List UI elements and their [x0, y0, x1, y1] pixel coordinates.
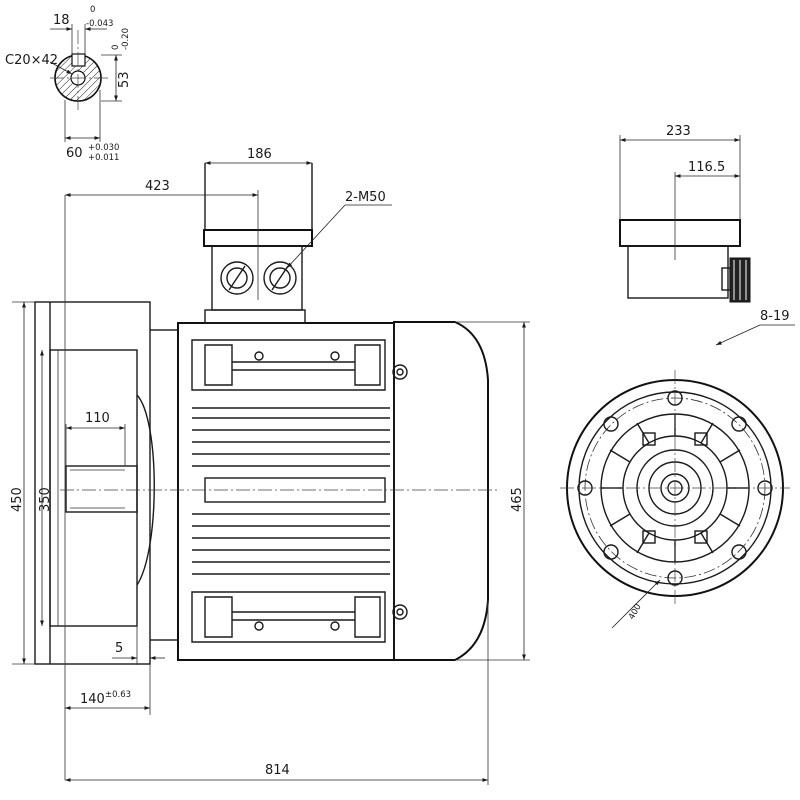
flange-spigot	[49, 349, 138, 627]
end-terminal-width-label: 233	[666, 124, 691, 139]
lower-mount-detail	[191, 591, 408, 643]
diameter-tol-upper: +0.030	[88, 143, 119, 153]
spigot-depth-label: 5	[115, 641, 123, 656]
shaft-section-view: 18 0 -0.043 53 0 -0.20 C20×42 60 +0.030 …	[5, 5, 132, 163]
cooling-fins	[192, 407, 390, 575]
shaft	[65, 465, 138, 513]
motor-body	[177, 322, 395, 661]
end-terminal-offset-label: 116.5	[688, 160, 725, 175]
flange-plate	[34, 301, 151, 665]
keyway-width-label: 18	[53, 13, 70, 28]
end-view-dimensions: 233 116.5 8-19 400	[611, 124, 795, 629]
mount-holes-label: 8-19	[760, 309, 790, 324]
diameter-tol-lower: +0.011	[88, 153, 119, 163]
pcd-label: 400	[627, 602, 644, 621]
keyway-tol-lower: -0.043	[86, 19, 113, 29]
height-to-box-label: 423	[145, 179, 170, 194]
flange-offset-tol: ±0.63	[105, 690, 131, 700]
shaft-diameter-label: 60	[66, 146, 83, 161]
motor-side-view	[34, 163, 500, 665]
flange-offset-label: 140	[80, 692, 105, 707]
shaft-keyway	[71, 53, 86, 67]
cable-gland-right	[263, 261, 297, 295]
spigot-diameter-label: 350	[38, 487, 53, 512]
overall-length-label: 814	[265, 763, 290, 778]
end-terminal-box-lid	[619, 219, 741, 247]
depth-tol-upper: 0	[111, 45, 121, 50]
side-view-dimensions: 186 423 2-M50 450 350 110 5	[10, 147, 530, 785]
cable-gland-label: 2-M50	[345, 190, 386, 205]
body-diameter-label: 465	[510, 487, 525, 512]
fan-cover	[393, 321, 489, 661]
upper-mount-detail	[191, 339, 408, 391]
terminal-box-width-label: 186	[247, 147, 272, 162]
depth-tol-lower: -0.20	[121, 28, 131, 50]
cable-gland-left	[220, 261, 254, 295]
terminal-box-base	[211, 245, 303, 311]
flange-diameter-label: 450	[10, 487, 25, 512]
key-depth-label: 53	[117, 71, 132, 88]
motor-end-view	[560, 219, 790, 605]
keyway-tol-upper: 0	[90, 5, 95, 15]
shaft-length-label: 110	[85, 411, 110, 426]
center-hole-label: C20×42	[5, 53, 58, 68]
